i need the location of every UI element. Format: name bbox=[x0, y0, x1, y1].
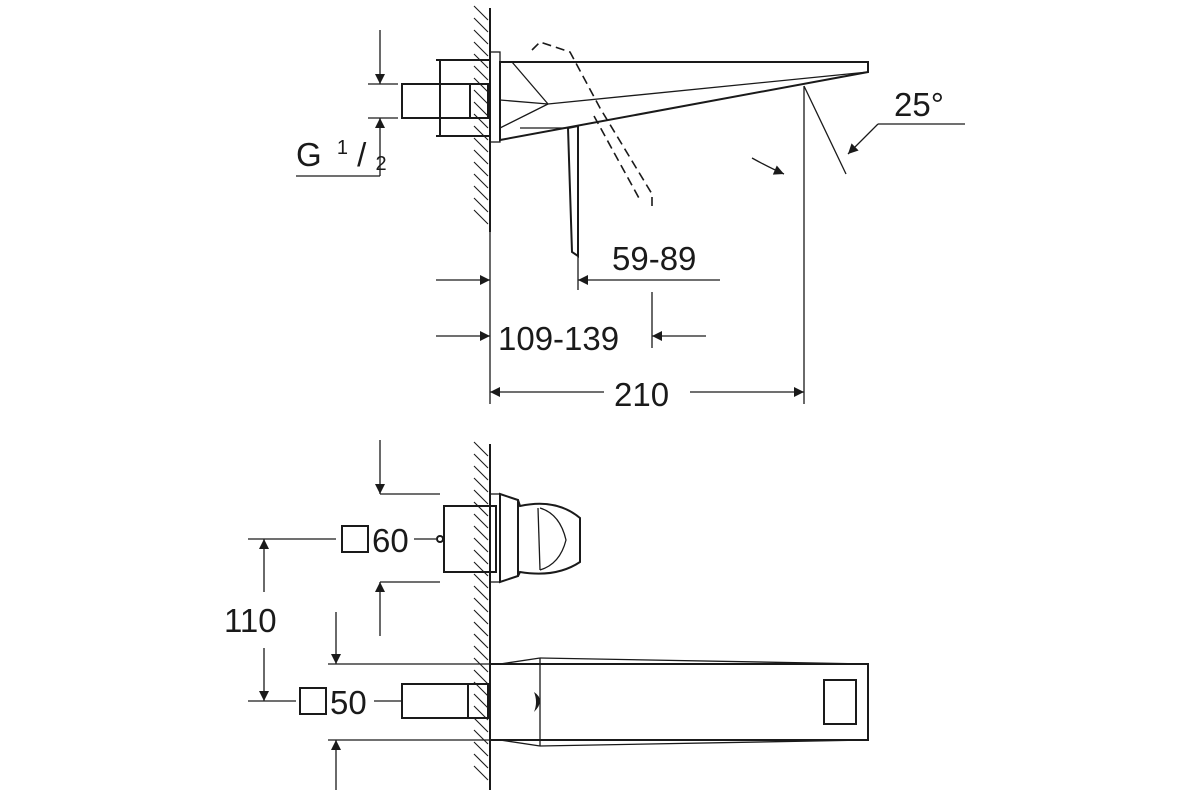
thread-numerator: 1 bbox=[337, 137, 348, 159]
spout-square-label: 50 bbox=[330, 684, 367, 721]
hatch-line bbox=[473, 657, 489, 673]
lever-alt-position bbox=[531, 41, 653, 210]
hatch-line bbox=[473, 693, 489, 709]
centre-distance-label: 110 bbox=[224, 602, 277, 639]
projection-dimension: 59-89 bbox=[436, 240, 720, 290]
hatch-line bbox=[473, 717, 489, 733]
wall-hatching-top bbox=[473, 5, 489, 225]
hatch-line bbox=[473, 645, 489, 661]
spout-square-dimension: 50 bbox=[248, 612, 490, 790]
hatch-line bbox=[473, 501, 489, 517]
front-view: 60 110 50 bbox=[224, 440, 869, 790]
lever-side bbox=[520, 124, 579, 258]
hatch-line bbox=[473, 561, 489, 577]
hatch-line bbox=[473, 197, 489, 213]
wall-connection bbox=[401, 51, 501, 143]
wall-distance-dimension: 109-139 bbox=[436, 292, 706, 357]
hatch-line bbox=[473, 513, 489, 529]
hatch-line bbox=[473, 609, 489, 625]
hatch-line bbox=[473, 125, 489, 141]
thread-slash: / bbox=[357, 136, 367, 173]
wall-hatching-bottom bbox=[473, 441, 489, 781]
hatch-line bbox=[473, 137, 489, 153]
hatch-line bbox=[473, 173, 489, 189]
spout-front bbox=[401, 657, 869, 747]
hatch-line bbox=[473, 549, 489, 565]
hatch-line bbox=[473, 5, 489, 21]
angle-dimension: 25° bbox=[751, 85, 965, 175]
hatch-line bbox=[473, 209, 489, 225]
hatch-line bbox=[473, 621, 489, 637]
thread-denominator: 2 bbox=[375, 153, 386, 175]
hatch-line bbox=[473, 741, 489, 757]
hatch-line bbox=[473, 29, 489, 45]
thread-label: G 1 / 2 bbox=[296, 124, 387, 175]
hatch-line bbox=[473, 573, 489, 589]
hatch-line bbox=[473, 453, 489, 469]
hatch-line bbox=[473, 477, 489, 493]
handle-square-dimension: 60 bbox=[248, 440, 440, 636]
thread-dimension: G 1 / 2 bbox=[296, 30, 398, 177]
hatch-line bbox=[473, 729, 489, 745]
hatch-line bbox=[473, 633, 489, 649]
hatch-line bbox=[473, 149, 489, 165]
total-length-label: 210 bbox=[614, 376, 669, 413]
hatch-line bbox=[473, 41, 489, 57]
hatch-line bbox=[473, 113, 489, 129]
total-length-dimension: 210 bbox=[489, 86, 805, 413]
hatch-line bbox=[473, 465, 489, 481]
angle-label: 25° bbox=[894, 86, 944, 123]
hatch-line bbox=[473, 537, 489, 553]
square-symbol-icon bbox=[299, 687, 327, 715]
hatch-line bbox=[473, 597, 489, 613]
thread-main: G bbox=[296, 136, 322, 173]
hatch-line bbox=[473, 585, 489, 601]
hatch-line bbox=[473, 65, 489, 81]
centre-distance-dimension: 110 bbox=[224, 539, 277, 701]
projection-label: 59-89 bbox=[612, 240, 696, 277]
wall-bottom bbox=[473, 441, 491, 790]
hatch-line bbox=[473, 753, 489, 769]
wall-distance-label: 109-139 bbox=[498, 320, 619, 357]
hatch-line bbox=[473, 161, 489, 177]
hatch-line bbox=[473, 185, 489, 201]
hatch-line bbox=[473, 669, 489, 685]
side-view: 25° G 1 / 2 59-89 bbox=[296, 5, 965, 413]
handle-front bbox=[436, 492, 581, 584]
hatch-line bbox=[473, 17, 489, 33]
hatch-line bbox=[473, 525, 489, 541]
hatch-line bbox=[473, 101, 489, 117]
handle-square-label: 60 bbox=[372, 522, 409, 559]
hatch-line bbox=[473, 441, 489, 457]
spout-side bbox=[499, 61, 869, 142]
hatch-line bbox=[473, 765, 489, 781]
hatch-line bbox=[473, 489, 489, 505]
square-symbol-icon bbox=[341, 525, 369, 553]
hatch-line bbox=[473, 89, 489, 105]
